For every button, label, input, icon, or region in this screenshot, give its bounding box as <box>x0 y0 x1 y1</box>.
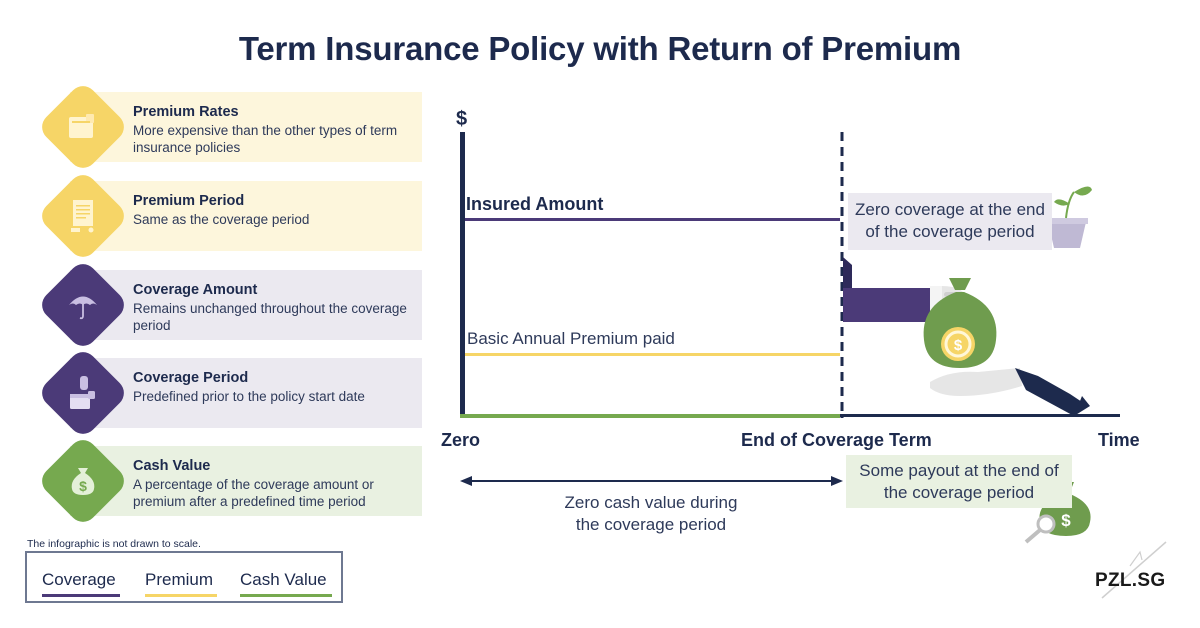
card-title: Premium Rates <box>133 104 239 120</box>
card-description: More expensive than the other types of t… <box>133 123 398 155</box>
money-bag-icon: $ <box>923 278 997 368</box>
legend-premium: Premium <box>145 570 217 597</box>
zero-coverage-box: Zero coverage at the end of the coverage… <box>848 193 1052 250</box>
money-bag-icon: $ <box>71 468 95 495</box>
chart-graphics: $ $ <box>460 132 1120 544</box>
y-axis <box>460 132 465 417</box>
card-title: Coverage Period <box>133 370 249 386</box>
card-title: Cash Value <box>133 458 211 474</box>
card-description: Remains unchanged throughout the coverag… <box>133 301 407 333</box>
brand-logo: PZL.SG <box>1095 570 1166 591</box>
page-title: Term Insurance Policy with Return of Pre… <box>238 30 962 67</box>
scale-note: The infographic is not drawn to scale. <box>27 538 201 550</box>
zero-cash-note: Zero cash value during the coverage peri… <box>564 493 738 534</box>
card-description: Same as the coverage period <box>133 212 310 227</box>
card-cash-value: $ Cash Value A percentage of the coverag… <box>30 434 422 528</box>
svg-text:$: $ <box>954 337 963 354</box>
umbrella-icon <box>69 296 97 320</box>
premium-line <box>465 353 840 356</box>
card-premium-rates: Premium Rates More expensive than the ot… <box>30 80 422 174</box>
payout-box: Some payout at the end of the coverage p… <box>846 455 1072 508</box>
cash-period-arrow <box>460 476 843 486</box>
y-axis-label: $ <box>456 108 468 130</box>
brand-swoosh <box>1101 541 1167 599</box>
card-coverage-amount: Coverage Amount Remains unchanged throug… <box>30 258 422 352</box>
legend-cash-value: Cash Value <box>240 570 332 597</box>
document-icon <box>71 200 94 233</box>
wallet-icon <box>69 114 94 138</box>
svg-text:$: $ <box>79 478 87 494</box>
card-title: Coverage Amount <box>133 282 258 298</box>
potted-plant-icon <box>1046 186 1092 248</box>
coverage-timeline-chart: $ $ $ Insured Am <box>430 100 1190 544</box>
card-title: Premium Period <box>133 193 245 209</box>
card-premium-period: Premium Period Same as the coverage peri… <box>30 169 422 263</box>
card-description: A percentage of the coverage amount or p… <box>133 477 374 509</box>
calendar-icon <box>70 376 95 409</box>
x-axis-after-term <box>840 414 1120 417</box>
cash-value-line <box>460 414 840 418</box>
legend-coverage: Coverage <box>42 570 120 597</box>
svg-text:$: $ <box>1061 511 1071 530</box>
card-description: Predefined prior to the policy start dat… <box>133 389 365 404</box>
coverage-line <box>465 218 840 221</box>
x-label-time: Time <box>1098 430 1140 450</box>
receiving-hand-icon <box>930 368 1090 416</box>
premium-paid-label: Basic Annual Premium paid <box>467 329 675 348</box>
x-label-end-of-term: End of Coverage Term <box>741 430 932 450</box>
x-label-zero: Zero <box>441 430 481 450</box>
insured-amount-label: Insured Amount <box>466 194 604 214</box>
legend: Coverage Premium Cash Value <box>25 551 343 603</box>
card-coverage-period: Coverage Period Predefined prior to the … <box>30 346 422 440</box>
